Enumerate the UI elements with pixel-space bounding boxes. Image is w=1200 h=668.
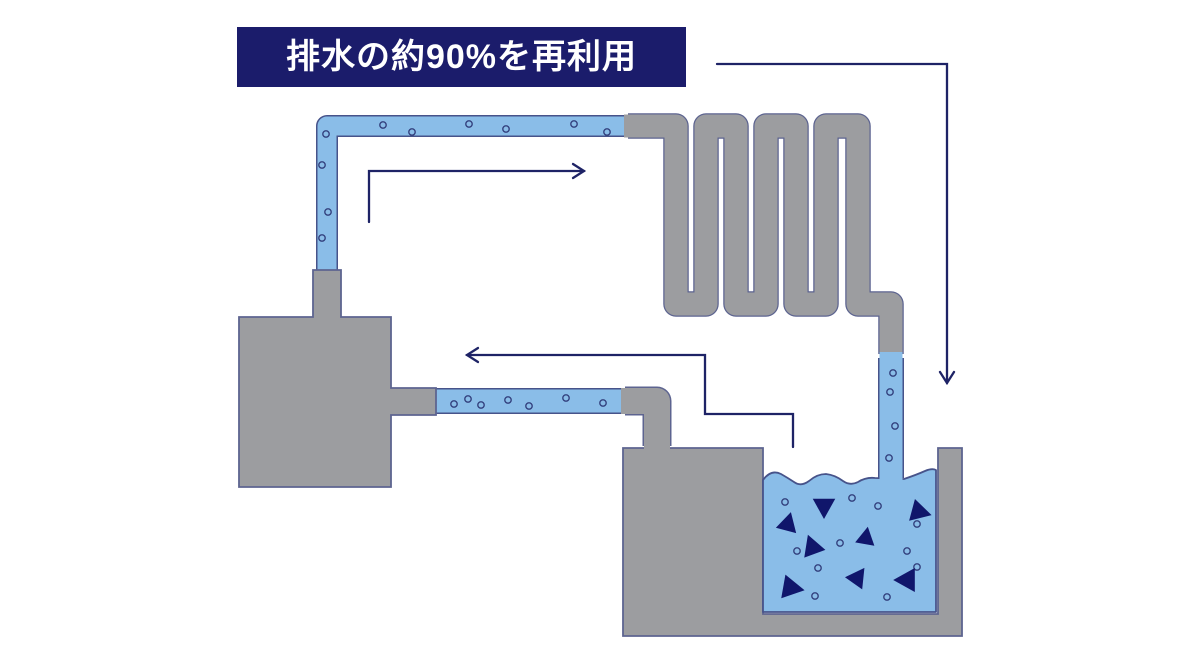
bubble [318, 161, 326, 169]
title-banner: 排水の約90%を再利用 [237, 27, 686, 87]
dirt-particle [804, 534, 826, 558]
bubble [502, 125, 510, 133]
bubble [599, 399, 607, 407]
bubble [811, 592, 819, 600]
dirt-particles-layer [775, 498, 932, 599]
bubble [883, 593, 891, 601]
dirt-particle [855, 526, 875, 546]
bubble [903, 547, 911, 555]
bubble [793, 547, 801, 555]
washer-unit [238, 269, 437, 488]
flow-to-coil-arrow-head [571, 162, 587, 180]
bubble [570, 120, 578, 128]
bubble [885, 454, 893, 462]
bubble [379, 121, 387, 129]
bubble [465, 120, 473, 128]
flow-to-tank-arrow-line [715, 62, 949, 385]
bubble [874, 502, 882, 510]
bubble [450, 400, 458, 408]
serpentine-coil-pipe [624, 114, 903, 358]
bubble [322, 130, 330, 138]
bubble [477, 401, 485, 409]
bubble [504, 396, 512, 404]
dirt-particle [781, 574, 805, 599]
dirt-particle [812, 498, 836, 519]
bubble [889, 369, 897, 377]
serpentine-coil [624, 113, 904, 358]
drain-elbow [621, 386, 672, 452]
bubble [562, 394, 570, 402]
flow-to-coil-arrow-line [367, 169, 586, 224]
flow-to-tank-arrow [715, 62, 956, 386]
supply-pipe-outline [316, 115, 628, 272]
dirt-particle [893, 567, 915, 593]
bubble [913, 520, 921, 528]
bubble [324, 208, 332, 216]
bubbles-layer [318, 120, 921, 601]
drain-elbow-pipe [621, 388, 670, 452]
tank-water [762, 468, 937, 613]
flow-to-coil-arrow [367, 162, 587, 224]
dirt-particle [844, 567, 865, 590]
title-banner-label: 排水の約90%を再利用 [285, 38, 638, 76]
supply-pipe-water [317, 116, 630, 274]
bubble [886, 388, 894, 396]
bubble [603, 128, 611, 136]
dirt-particle [909, 498, 932, 521]
bubble [891, 422, 899, 430]
bubble [464, 395, 472, 403]
bubble [781, 498, 789, 506]
return-flow-arrow [464, 346, 795, 449]
return-flow-arrow-head [464, 346, 480, 364]
bubble [913, 563, 921, 571]
bubble [318, 234, 326, 242]
flow-to-tank-arrow-head [938, 370, 956, 386]
bubble [848, 494, 856, 502]
return-flow-arrow-line [465, 353, 795, 449]
bubble [525, 402, 533, 410]
supply-pipe [316, 115, 630, 274]
bubble [408, 128, 416, 136]
bubble [814, 564, 822, 572]
dirt-particle [775, 512, 797, 534]
bubble [836, 539, 844, 547]
